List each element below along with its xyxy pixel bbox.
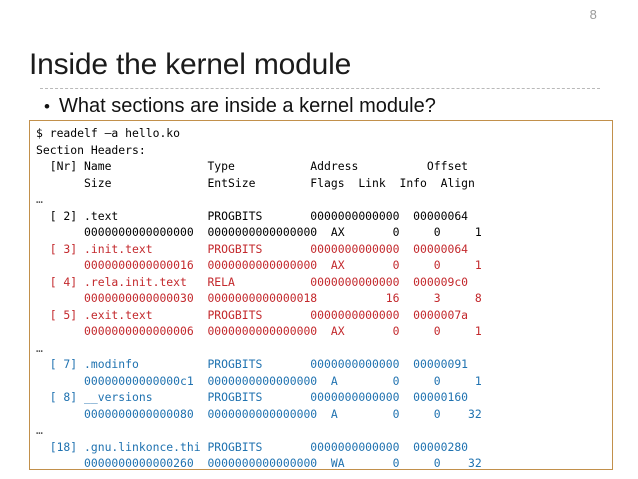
terminal-section-headers-line: Section Headers: <box>36 142 146 157</box>
page-title: Inside the kernel module <box>29 48 352 82</box>
bullet-marker-icon: • <box>44 97 50 116</box>
terminal-row: [ 5] .exit.text PROGBITS 0000000000000 0… <box>36 307 469 322</box>
terminal-row: [ 2] .text PROGBITS 0000000000000 000000… <box>36 208 469 223</box>
terminal-row: [ 4] .rela.init.text RELA 0000000000000 … <box>36 274 469 289</box>
terminal-row: 0000000000000006 0000000000000000 AX 0 0… <box>36 324 482 338</box>
bullet-item-label: What sections are inside a kernel module… <box>58 95 436 117</box>
page-number: 8 <box>589 7 597 22</box>
terminal-column-header-1: [Nr] Name Type Address Offset <box>36 159 469 173</box>
terminal-row: 0000000000000016 0000000000000000 AX 0 0… <box>36 258 482 272</box>
terminal-row: [ 8] __versions PROGBITS 0000000000000 0… <box>36 390 469 404</box>
terminal-row: 0000000000000260 0000000000000000 WA 0 0… <box>36 456 482 470</box>
terminal-ellipsis: … <box>36 340 43 355</box>
terminal-ellipsis: … <box>36 192 43 206</box>
terminal-body-lines: … [ 2] .text PROGBITS 0000000000000 0000… <box>36 191 612 470</box>
title-divider <box>40 88 600 89</box>
terminal-ellipsis: … <box>36 423 43 437</box>
terminal-row: 0000000000000080 0000000000000000 A 0 0 … <box>36 406 482 421</box>
terminal-row: 0000000000000000 0000000000000000 AX 0 0… <box>36 225 482 239</box>
bullet-item: • What sections are inside a kernel modu… <box>44 93 436 120</box>
terminal-prompt-line: $ readelf –a hello.ko <box>36 126 181 140</box>
terminal-row: 00000000000000c1 0000000000000000 A 0 0 … <box>36 373 482 388</box>
terminal-row: 0000000000000030 0000000000000018 16 3 8 <box>36 291 482 305</box>
terminal-row: [18] .gnu.linkonce.thi PROGBITS 00000000… <box>36 439 469 454</box>
terminal-row: [ 7] .modinfo PROGBITS 0000000000000 000… <box>36 357 469 371</box>
terminal-column-header-2: Size EntSize Flags Link Info Align <box>36 175 475 190</box>
terminal-row: [ 3] .init.text PROGBITS 0000000000000 0… <box>36 241 469 256</box>
